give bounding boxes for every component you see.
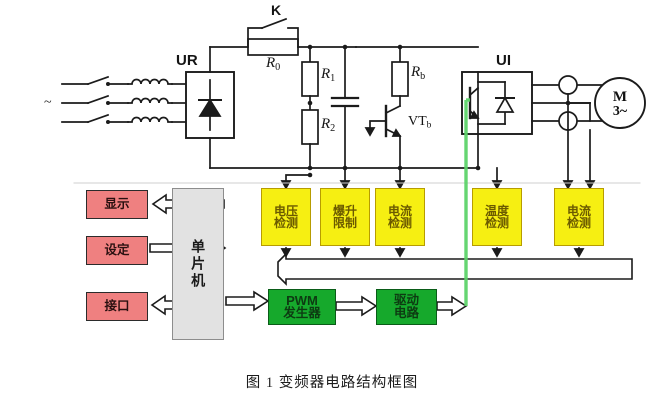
rectifier-diode-symbol: [198, 79, 222, 131]
block-interface-label: 接口: [104, 299, 130, 314]
voltage-detect-line1: 电压: [273, 203, 298, 218]
temperature-detect-line1: 温度: [484, 203, 509, 218]
block-display[interactable]: 显示: [86, 190, 148, 219]
divider-branch: [301, 46, 319, 169]
block-voltage-detect[interactable]: 电压 检测: [261, 188, 311, 246]
current-detect-dc-line1: 电流: [387, 203, 412, 218]
surge-limit-line2: 限制: [332, 216, 357, 230]
pwm-generator-line2: 发生器: [283, 306, 321, 321]
surge-limit-line1: 爆升: [332, 203, 357, 218]
line-reactors: [127, 78, 187, 123]
label-ac-source: ~: [44, 95, 52, 110]
block-current-detect-ac[interactable]: 电流 检测: [554, 188, 604, 246]
sense-taps: [280, 167, 596, 190]
block-temperature-detect[interactable]: 温度 检测: [472, 188, 522, 246]
drive-circuit-line1: 驱动: [393, 293, 419, 308]
temperature-detect-line2: 检测: [484, 216, 509, 230]
arrow-drive-to-gate: [436, 295, 468, 317]
braking-branch: [364, 46, 409, 169]
label-switch-K: K: [271, 2, 282, 18]
pwm-generator-line1: PWM: [286, 293, 318, 308]
gate-drive-highlight: [464, 98, 470, 306]
label-transistor-VTb: VTb: [408, 114, 432, 131]
voltage-detect-line2: 检测: [273, 216, 298, 230]
label-resistor-R2: R2: [321, 116, 336, 134]
block-display-label: 显示: [104, 197, 130, 212]
switch-K-left: [247, 27, 263, 48]
block-mcu-label: 单片机: [190, 238, 207, 290]
switch-pivot-dots: [106, 82, 110, 124]
block-surge-limit[interactable]: 爆升 限制: [320, 188, 370, 246]
arrow-mcu-to-pwm: [225, 290, 270, 312]
block-interface[interactable]: 接口: [86, 292, 148, 321]
motor-symbol: [594, 77, 646, 129]
block-setting-label: 设定: [104, 243, 130, 258]
current-detect-ac-line2: 检测: [566, 216, 591, 230]
label-rectifier: UR: [176, 52, 198, 69]
dc-link-capacitor: [330, 46, 360, 169]
label-resistor-Rb: Rb: [411, 64, 426, 82]
label-motor: M 3~: [600, 90, 640, 119]
resistor-R0: [247, 38, 299, 56]
resistor-R1: [301, 61, 319, 97]
motor-line2: 3~: [612, 104, 628, 119]
feedback-bus: [277, 252, 633, 286]
igbt-symbol: [468, 71, 515, 135]
arrow-pwm-to-drive: [335, 295, 378, 317]
resistor-Rb: [391, 61, 409, 97]
label-inverter: UI: [496, 52, 511, 69]
current-detect-ac-line1: 电流: [566, 203, 591, 218]
switch-K-right: [287, 27, 299, 48]
ac-input-lines: [61, 75, 129, 124]
block-mcu[interactable]: 单片机: [172, 188, 224, 340]
block-setting[interactable]: 设定: [86, 236, 148, 265]
block-pwm-generator[interactable]: PWM 发生器: [268, 289, 336, 325]
resistor-R2: [301, 109, 319, 145]
figure-caption: 图 1 变频器电路结构框图: [245, 375, 419, 391]
block-drive-circuit[interactable]: 驱动 电路: [376, 289, 437, 325]
dc-bus: [209, 17, 479, 169]
block-current-detect-dc[interactable]: 电流 检测: [375, 188, 425, 246]
label-resistor-R0: R0: [266, 55, 281, 73]
motor-line1: M: [612, 89, 628, 105]
current-detect-dc-line2: 检测: [387, 216, 412, 230]
current-sensor-rings: [558, 75, 591, 182]
detect-to-bus-drops: [280, 247, 585, 258]
label-resistor-R1: R1: [321, 66, 336, 84]
junction-dots: [307, 44, 571, 178]
drive-circuit-line2: 电路: [393, 306, 419, 320]
switch-K-blade: [260, 17, 288, 30]
